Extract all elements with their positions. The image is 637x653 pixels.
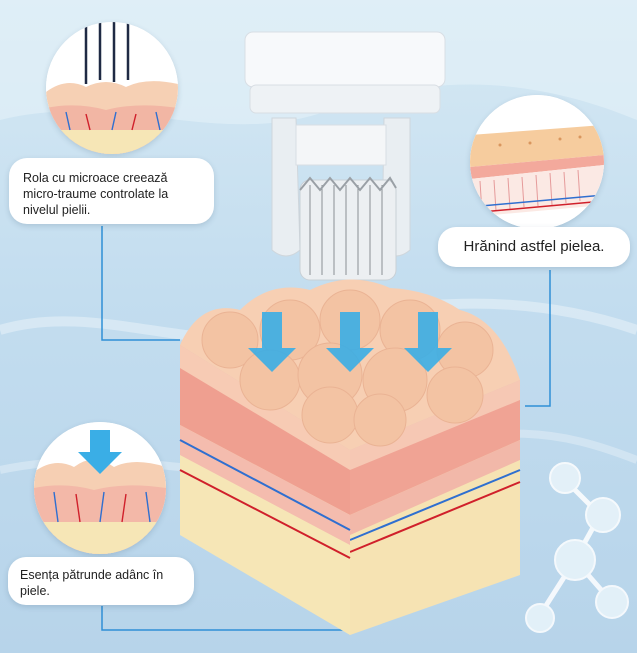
skin-layer-diagram-icon (46, 22, 178, 154)
nourish-callout: Hrănind astfel pielea. (438, 227, 630, 267)
essence-callout: Esența pătrunde adânc în piele. (8, 557, 194, 605)
skin-cube (179, 279, 521, 635)
skin-layer-diagram-icon (34, 422, 166, 554)
nourished-skin-diagram (470, 95, 604, 229)
essence-callout-text: Esența pătrunde adânc în piele. (20, 568, 164, 598)
microneedle-roller-icon (244, 31, 446, 281)
arrow-down-icon (78, 430, 122, 474)
nourish-callout-text: Hrănind astfel pielea. (463, 238, 605, 255)
arrow-down-icon (248, 312, 452, 372)
molecule-icon (525, 462, 629, 633)
essence-penetration-diagram (34, 422, 166, 554)
connector-lines (101, 226, 551, 631)
skin-layer-diagram-icon (470, 95, 604, 229)
roller-callout: Rola cu microace creează micro-traume co… (9, 158, 214, 224)
needle-penetration-diagram (46, 22, 178, 154)
roller-callout-text: Rola cu microace creează micro-traume co… (23, 171, 169, 217)
